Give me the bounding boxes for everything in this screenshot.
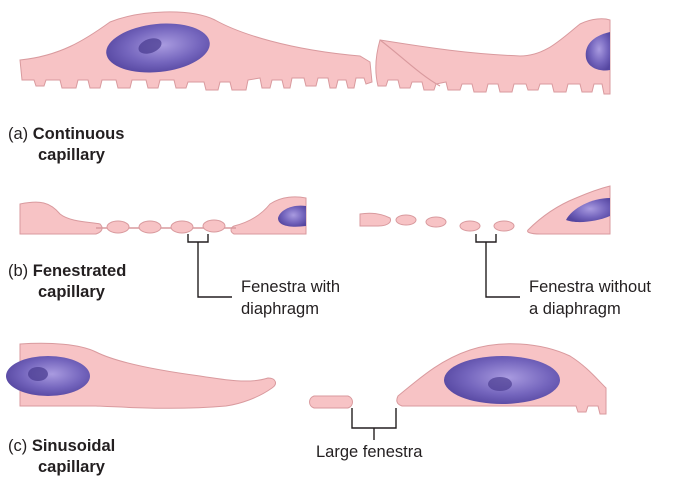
- continuous-capillary-endothelium: [20, 12, 610, 94]
- fenestra-pillar: [426, 217, 446, 227]
- fenestrated-cell-left: [20, 202, 102, 234]
- fenestra-pillar: [396, 215, 416, 225]
- callout-leader-without-diaphragm: [476, 234, 520, 297]
- fenestra-pillar: [203, 220, 225, 232]
- fenestrated-label: (b) Fenestrated: [8, 261, 126, 282]
- fenestrated-title-line2: capillary: [38, 282, 105, 303]
- callout-without-diaphragm-line2: a diaphragm: [529, 298, 621, 320]
- callout-with-diaphragm-line1: Fenestra with: [241, 276, 340, 298]
- continuous-cell-right: [376, 19, 610, 94]
- sinusoidal-label: (c) Sinusoidal: [8, 436, 115, 457]
- continuous-label: (a) Continuous: [8, 124, 124, 145]
- fenestrated-cell-right-start: [360, 213, 391, 226]
- callout-large-fenestra: Large fenestra: [316, 441, 422, 463]
- fenestrated-title-line1: Fenestrated: [33, 262, 127, 280]
- callout-leader-with-diaphragm: [188, 234, 232, 297]
- callout-with-diaphragm-line2: diaphragm: [241, 298, 319, 320]
- sinusoidal-fragment: [310, 396, 353, 408]
- callout-without-diaphragm-line1: Fenestra without: [529, 276, 651, 298]
- sinusoidal-capillary-endothelium: [6, 343, 606, 414]
- sinusoidal-title-line2: capillary: [38, 457, 105, 478]
- fenestra-pillar: [460, 221, 480, 231]
- fenestrated-with-diaphragm: [20, 197, 306, 234]
- callout-leader-large-fenestra: [352, 408, 396, 440]
- fenestra-pillar: [107, 221, 129, 233]
- fenestra-pillar: [139, 221, 161, 233]
- fenestra-pillar: [171, 221, 193, 233]
- fenestra-pillar: [494, 221, 514, 231]
- continuous-prefix: (a): [8, 125, 28, 143]
- continuous-title-line1: Continuous: [33, 125, 125, 143]
- continuous-title-line2: capillary: [38, 145, 105, 166]
- sinusoidal-prefix: (c): [8, 437, 27, 455]
- sinusoidal-nucleus-left: [6, 356, 90, 396]
- sinusoidal-title-line1: Sinusoidal: [32, 437, 115, 455]
- sinusoidal-nucleolus-right: [488, 377, 512, 391]
- sinusoidal-nucleolus-left: [28, 367, 48, 381]
- fenestrated-prefix: (b): [8, 262, 28, 280]
- fenestrated-without-diaphragm: [360, 186, 610, 234]
